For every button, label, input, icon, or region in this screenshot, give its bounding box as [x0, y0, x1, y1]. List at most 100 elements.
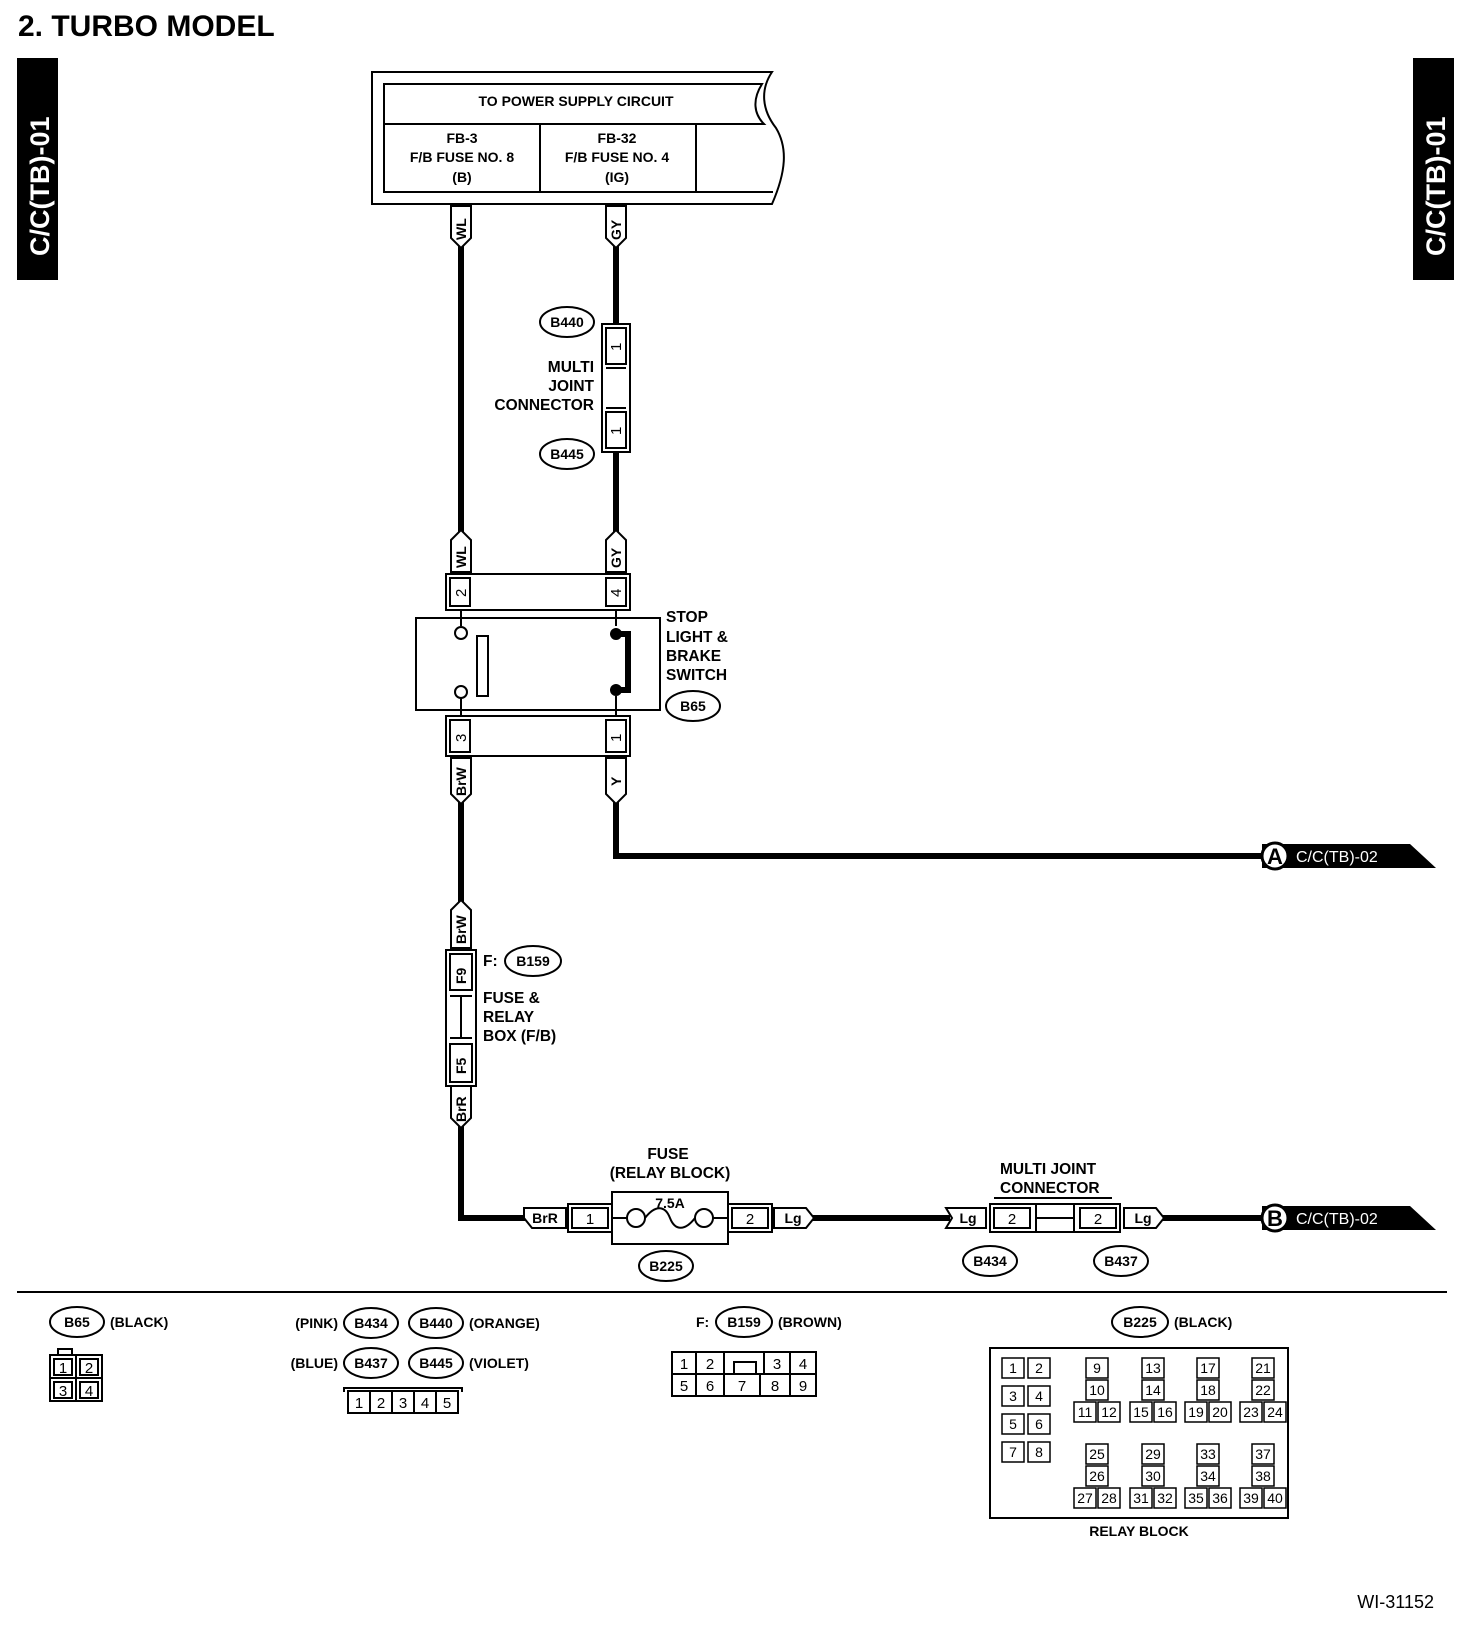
relay-pin-11-cell [1073, 1401, 1097, 1423]
relay-pin-9-cell [1085, 1357, 1109, 1379]
svg-text:BrR: BrR [453, 1096, 469, 1122]
relay-pin-25-cell [1085, 1443, 1109, 1465]
relay-pin-8: 8 [1035, 1444, 1043, 1460]
page-title: 2. TURBO MODEL [18, 10, 275, 43]
relay-pin-9: 9 [1093, 1360, 1101, 1376]
svg-text:2: 2 [453, 589, 470, 597]
stop-light-brake-switch: 2 4 3 1 STOP LIGHT & BRAKE SWITCH B65 [415, 573, 728, 757]
svg-text:(PINK): (PINK) [295, 1315, 338, 1331]
svg-text:C/C(TB)-01: C/C(TB)-01 [25, 117, 55, 257]
relay-pin-19-cell [1184, 1401, 1208, 1423]
relay-pin-27: 27 [1077, 1490, 1093, 1506]
power-supply-box: TO POWER SUPPLY CIRCUIT FB-3 F/B FUSE NO… [371, 71, 785, 205]
svg-text:4: 4 [85, 1383, 93, 1400]
wire-label-y: Y [605, 757, 627, 806]
wire-label-wl-switch: WL [450, 528, 472, 573]
svg-text:8: 8 [771, 1378, 779, 1395]
svg-text:6: 6 [706, 1378, 714, 1395]
svg-text:BrR: BrR [532, 1210, 558, 1226]
svg-text:(BROWN): (BROWN) [778, 1314, 842, 1330]
relay-pin-38: 38 [1255, 1468, 1271, 1484]
svg-text:B225: B225 [1123, 1314, 1157, 1330]
svg-text:3: 3 [453, 734, 470, 742]
svg-text:CONNECTOR: CONNECTOR [494, 397, 594, 414]
svg-text:WL: WL [453, 546, 469, 568]
svg-text:GY: GY [608, 547, 624, 568]
relay-pin-37-cell [1251, 1443, 1275, 1465]
svg-text:4: 4 [608, 589, 625, 597]
svg-text:B437: B437 [354, 1355, 388, 1371]
svg-text:WL: WL [453, 218, 469, 240]
svg-text:2: 2 [85, 1360, 93, 1377]
svg-text:1: 1 [59, 1360, 67, 1377]
svg-text:1: 1 [608, 343, 625, 351]
svg-text:7.5A: 7.5A [655, 1195, 685, 1211]
wire-label-wl-top: WL [450, 205, 472, 250]
relay-pin-35-cell [1184, 1487, 1208, 1509]
wire-label-brw-switch: BrW [450, 757, 472, 806]
svg-text:3: 3 [399, 1395, 407, 1412]
svg-text:CONNECTOR: CONNECTOR [1000, 1180, 1100, 1197]
relay-pin-32-cell [1153, 1487, 1177, 1509]
side-tab-left: C/C(TB)-01 [17, 58, 58, 280]
svg-text:B445: B445 [419, 1355, 453, 1371]
relay-pin-34: 34 [1200, 1468, 1216, 1484]
relay-pin-18: 18 [1200, 1382, 1216, 1398]
svg-text:B434: B434 [354, 1315, 388, 1331]
relay-pin-15: 15 [1133, 1404, 1149, 1420]
svg-text:A: A [1267, 844, 1283, 869]
relay-pin-21: 21 [1255, 1360, 1271, 1376]
relay-pin-16: 16 [1157, 1404, 1173, 1420]
svg-text:BRAKE: BRAKE [666, 648, 721, 665]
svg-text:3: 3 [59, 1383, 67, 1400]
relay-pin-24-cell [1263, 1401, 1287, 1423]
relay-pin-16-cell [1153, 1401, 1177, 1423]
relay-pin-38-cell [1251, 1465, 1275, 1487]
multi-joint-connector-top: 1 1 B440 B445 MULTI JOINT CONNECTOR [494, 306, 631, 470]
legend-b159: F: B159 (BROWN) 1 2 3 4 5 6 7 8 9 [671, 1306, 842, 1397]
relay-pin-33-cell [1196, 1443, 1220, 1465]
relay-pin-24: 24 [1267, 1404, 1283, 1420]
relay-pin-2-cell [1027, 1357, 1051, 1379]
svg-text:2: 2 [1094, 1211, 1102, 1228]
relay-pin-17: 17 [1200, 1360, 1216, 1376]
relay-pin-6-cell [1027, 1413, 1051, 1435]
svg-text:1: 1 [608, 734, 625, 742]
svg-text:Y: Y [608, 776, 624, 786]
svg-text:5: 5 [680, 1378, 688, 1395]
svg-text:B440: B440 [550, 314, 584, 330]
wire-label-gy-top: GY [605, 205, 627, 250]
svg-text:B437: B437 [1104, 1253, 1138, 1269]
relay-pin-12: 12 [1101, 1404, 1117, 1420]
relay-pin-22-cell [1251, 1379, 1275, 1401]
relay-pin-7-cell [1001, 1441, 1025, 1463]
relay-pin-10: 10 [1089, 1382, 1105, 1398]
svg-text:1: 1 [586, 1211, 594, 1228]
side-tab-right: C/C(TB)-01 [1413, 58, 1454, 280]
svg-text:7: 7 [738, 1378, 746, 1395]
relay-pin-14: 14 [1145, 1382, 1161, 1398]
svg-text:(ORANGE): (ORANGE) [469, 1315, 540, 1331]
svg-text:RELAY: RELAY [483, 1009, 535, 1026]
power-supply-title: TO POWER SUPPLY CIRCUIT [479, 93, 674, 109]
relay-pin-2: 2 [1035, 1360, 1043, 1376]
relay-pin-20: 20 [1212, 1404, 1228, 1420]
relay-pin-26: 26 [1089, 1468, 1105, 1484]
svg-text:LIGHT &: LIGHT & [666, 629, 728, 646]
relay-pin-29-cell [1141, 1443, 1165, 1465]
fuse-right-line1: FB-32 [598, 130, 637, 146]
relay-pin-28-cell [1097, 1487, 1121, 1509]
svg-text:B225: B225 [649, 1258, 683, 1274]
relay-pin-23: 23 [1243, 1404, 1259, 1420]
svg-text:(RELAY BLOCK): (RELAY BLOCK) [610, 1165, 731, 1182]
svg-text:2: 2 [377, 1395, 385, 1412]
svg-text:2: 2 [746, 1211, 754, 1228]
relay-pin-20-cell [1208, 1401, 1232, 1423]
svg-text:STOP: STOP [666, 609, 708, 626]
relay-pin-26-cell [1085, 1465, 1109, 1487]
svg-text:B445: B445 [550, 446, 584, 462]
relay-pin-11: 11 [1078, 1404, 1093, 1420]
